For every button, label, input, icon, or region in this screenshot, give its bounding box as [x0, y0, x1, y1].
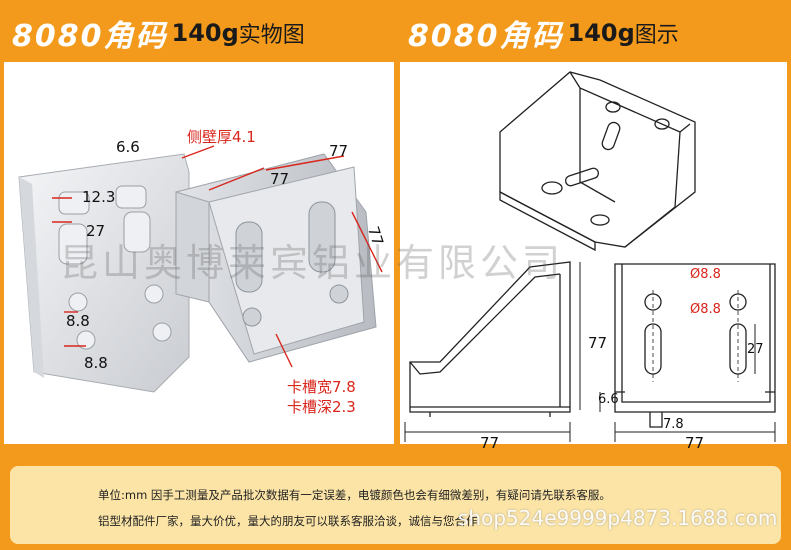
technical-drawing: Ø8.8 Ø8.8 77 27 6.6 7.8 77 77 [400, 62, 787, 452]
dim-side-width: 77 [480, 434, 500, 452]
dim-top-depth: 77 [329, 142, 349, 160]
bracket-drawing [404, 71, 776, 442]
notes-box: 单位:mm 因手工测量及产品批次数据有一定误差，电镀颜色也会有细微差别，有疑问请… [10, 466, 781, 544]
shop-url: shop524e9999p4873.1688.com [458, 506, 778, 530]
company-watermark: 昆山奥博莱宾铝业有限公司 [60, 241, 565, 285]
photo-brand: 8080角码 [12, 19, 168, 54]
dim-top-width: 77 [270, 170, 290, 188]
dim-front-width: 77 [685, 434, 705, 452]
dim-groove-width: 卡槽宽7.8 [287, 378, 356, 396]
note-line-2: 铝型材配件厂家，量大价优，量大的朋友可以联系客服洽谈，诚信与您合作 [98, 514, 478, 528]
dim-top-thickness: 6.6 [116, 138, 140, 156]
dim-hole-a: 8.8 [66, 312, 90, 330]
drawing-weight: 140g [567, 19, 635, 47]
bracket-left [18, 153, 190, 393]
drawing-header: 8080角码 140g 图示 [400, 4, 787, 62]
drawing-suffix: 图示 [634, 23, 679, 48]
dim-hole-b: 8.8 [84, 354, 108, 372]
drawing-brand: 8080角码 [408, 19, 564, 54]
dim-side-height: 77 [588, 334, 608, 352]
dim-hole-mid: Ø8.8 [690, 302, 721, 317]
dim-slot-length: 27 [747, 342, 764, 357]
dim-base-thickness: 6.6 [598, 392, 619, 407]
dim-groove-depth: 卡槽深2.3 [287, 398, 356, 416]
photo-dimension-lines [52, 145, 383, 368]
photo-panel: 8080角码 140g 实物图 [4, 4, 394, 444]
photo-header: 8080角码 140g 实物图 [4, 4, 394, 62]
dim-groove: 7.8 [663, 417, 684, 432]
bracket-right [175, 153, 377, 363]
dim-slot-width: 12.3 [82, 188, 116, 206]
bracket-photo-illustration [18, 145, 383, 393]
photo-weight: 140g [171, 19, 239, 47]
dim-hole-top: Ø8.8 [690, 267, 721, 282]
drawing-panel: 8080角码 140g 图示 [400, 4, 787, 452]
dim-slot-length: 27 [86, 222, 106, 240]
note-line-1: 单位:mm 因手工测量及产品批次数据有一定误差，电镀颜色也会有细微差别，有疑问请… [98, 488, 611, 502]
dim-side-wall: 侧壁厚4.1 [187, 128, 256, 146]
product-photo: 6.6 侧壁厚4.1 77 77 77 12.3 27 8.8 8.8 卡槽宽7… [4, 62, 394, 444]
photo-suffix: 实物图 [238, 23, 305, 48]
